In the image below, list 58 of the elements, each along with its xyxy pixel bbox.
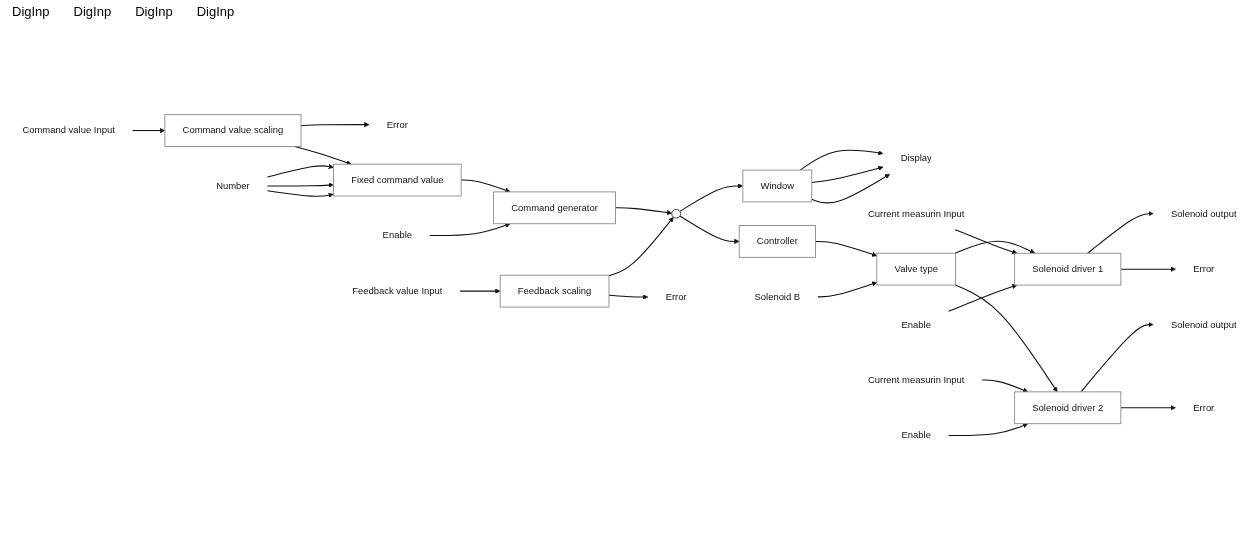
arrow [1120, 405, 1176, 411]
arrow [608, 294, 649, 301]
node-box: Fixed command value [333, 164, 462, 197]
arrow [814, 241, 878, 258]
arrow [679, 183, 744, 213]
arrow [300, 122, 370, 128]
arrow [817, 281, 878, 298]
arrow [266, 164, 334, 178]
node-text: Error [665, 292, 687, 303]
arrow [1120, 267, 1176, 273]
node-text: Current measurin Input [867, 208, 965, 219]
arrow [1080, 322, 1154, 393]
node-text: Error [1193, 264, 1215, 275]
node-text: Current measurin Input [867, 375, 965, 386]
node-box: Command generator [493, 191, 616, 225]
node-text: Enable [901, 319, 931, 330]
arrow [954, 285, 1058, 393]
node-text: Feedback value Input [352, 286, 443, 297]
arrow [266, 190, 334, 199]
node-box: Valve type [876, 253, 957, 286]
arrow [460, 180, 511, 194]
node-text: Solenoid B [754, 291, 801, 303]
signal-label: DigInp [135, 4, 173, 19]
node-box: Feedback scaling [499, 275, 610, 308]
node-box: Solenoid driver 1 [1014, 253, 1122, 286]
arrow [266, 182, 334, 189]
arrow [948, 423, 1029, 437]
node-text: Error [386, 119, 408, 130]
arrow [459, 288, 501, 295]
node-box: Window [742, 170, 813, 203]
node-text: Solenoid output [1170, 319, 1237, 330]
arrow [954, 241, 1036, 255]
arrow [679, 215, 740, 245]
node-circle [671, 209, 682, 219]
node-box: Controller [738, 225, 816, 259]
node-text: Error [1193, 402, 1215, 413]
arrow [799, 150, 884, 171]
arrow [131, 128, 166, 134]
arrow [981, 379, 1029, 393]
node-text: Enable [901, 430, 931, 441]
arrow [608, 217, 674, 277]
signal-label: DigInp [12, 4, 50, 19]
node-text: Solenoid output [1170, 208, 1237, 219]
arrow [948, 284, 1018, 313]
arrow [615, 207, 672, 216]
node-text: Enable [382, 230, 412, 241]
arrow [811, 166, 884, 184]
node-box: Solenoid driver 2 [1014, 391, 1122, 425]
signal-label: DigInp [196, 4, 235, 19]
node-text: Command value Input [22, 125, 115, 136]
node-box: Command value scaling [164, 114, 302, 148]
arrow [1087, 211, 1154, 255]
arrow [429, 223, 511, 237]
signal-label: DigInp [73, 4, 112, 19]
node-text: Display [900, 153, 932, 164]
node-text: Number [216, 181, 250, 192]
arrow [811, 174, 891, 204]
arrow [954, 229, 1018, 255]
